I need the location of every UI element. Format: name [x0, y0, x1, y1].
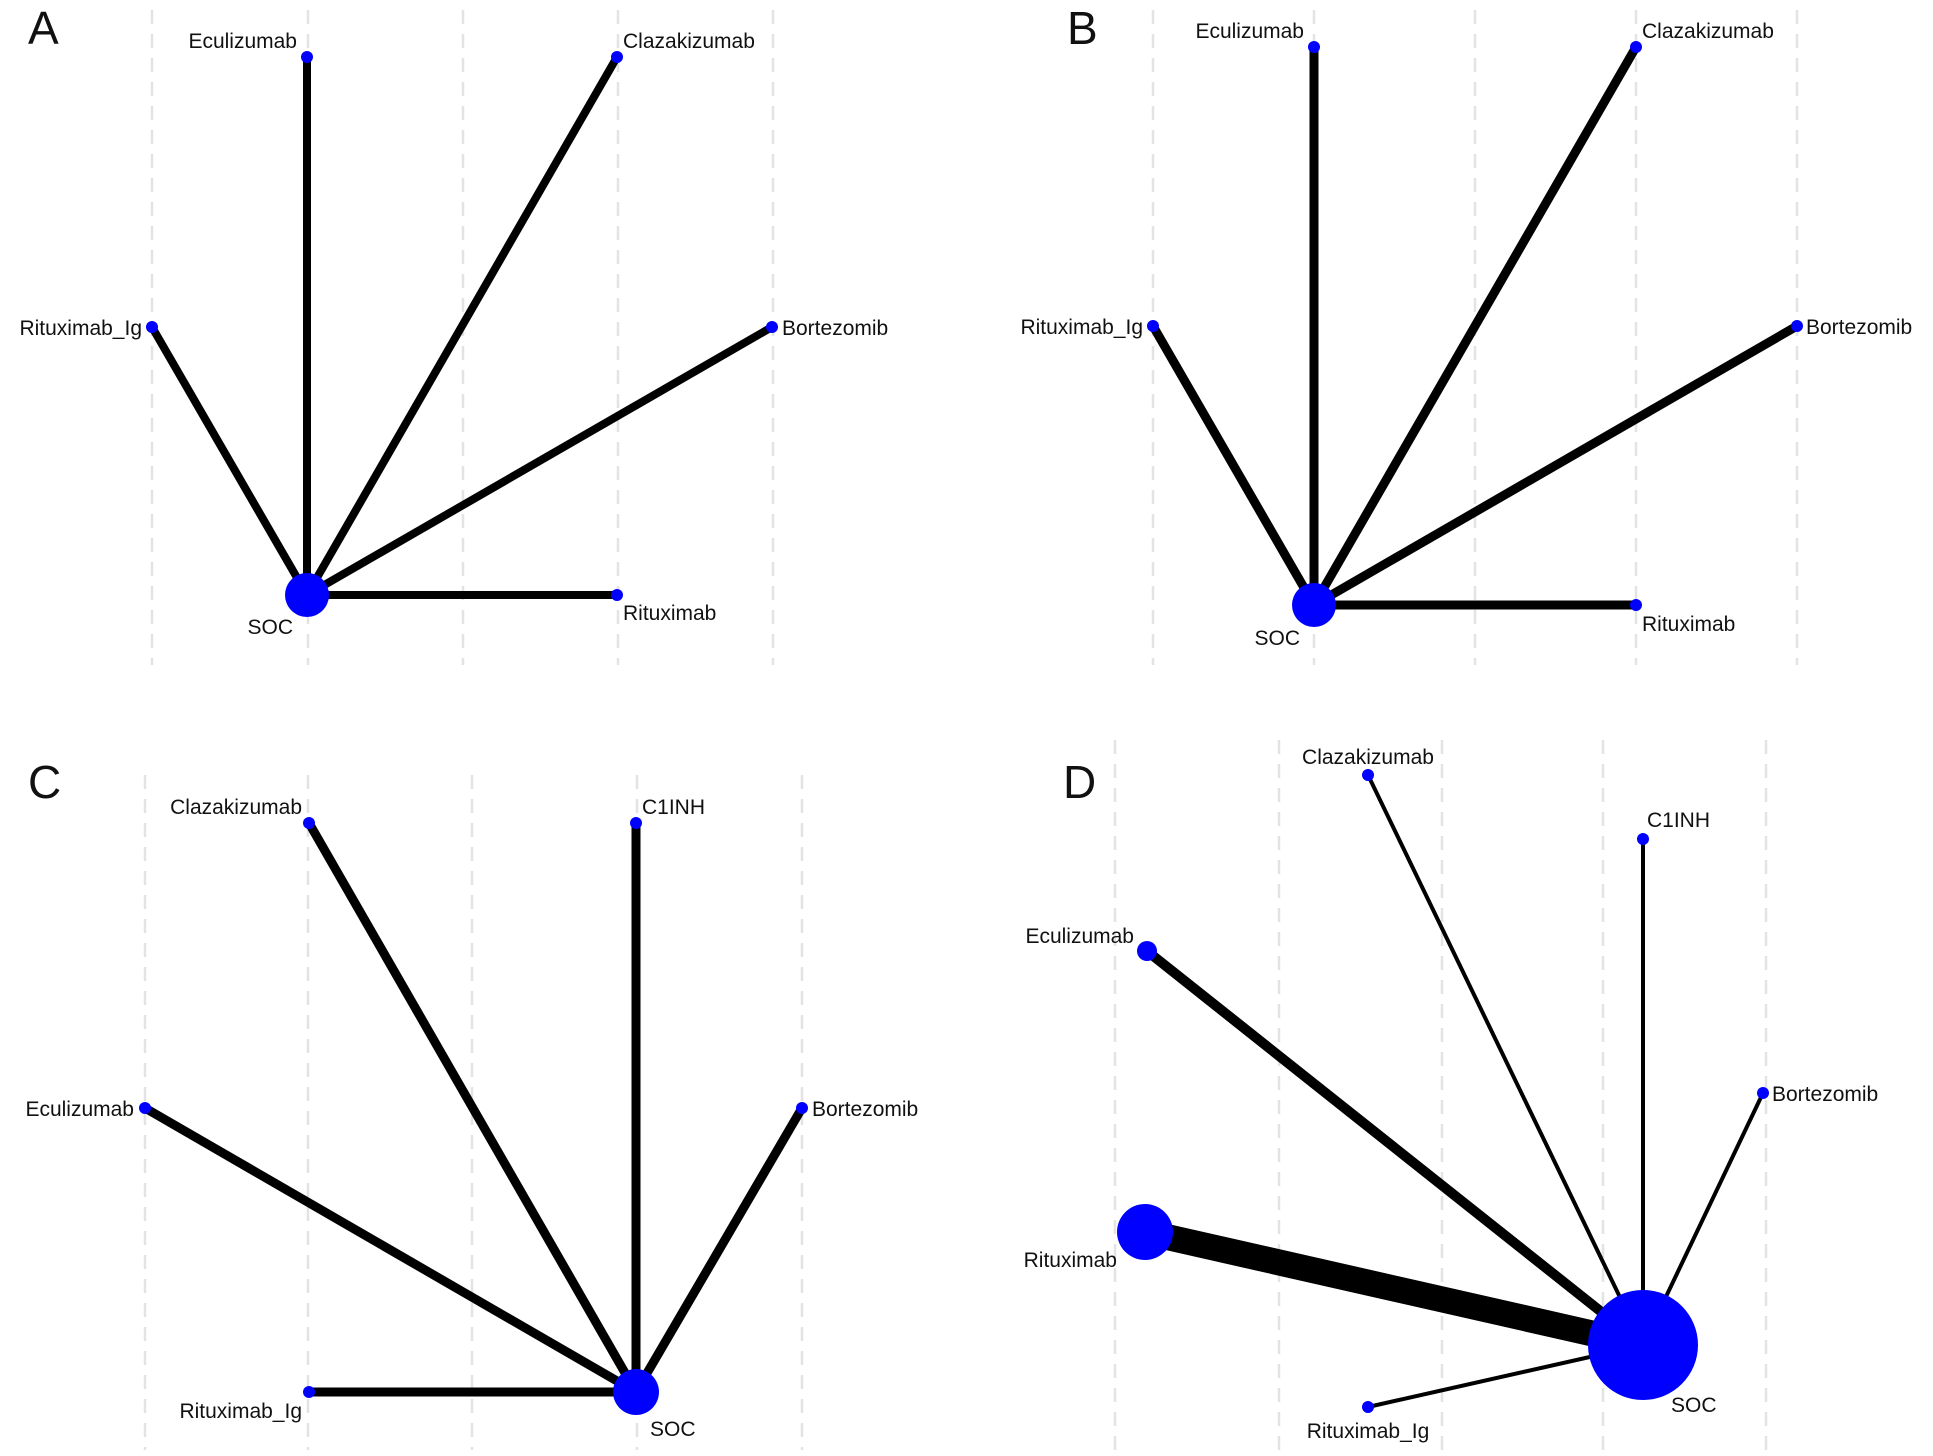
node-label-soc: SOC: [650, 1418, 696, 1441]
node-label-soc: SOC: [1671, 1394, 1717, 1417]
node-label-eculizumab: Eculizumab: [25, 1098, 134, 1121]
panel-b-edges: [1149, 44, 1800, 610]
node-c1inh: [1637, 833, 1649, 845]
edge-soc-clazakizumab: [303, 55, 621, 597]
edge-soc-clazakizumab: [1366, 774, 1645, 1346]
node-label-rituximab: Rituximab: [623, 602, 716, 625]
node-eculizumab: [1308, 41, 1320, 53]
node-label-bortezomib: Bortezomib: [812, 1098, 918, 1121]
node-rituximab-ig: [1147, 320, 1159, 332]
node-label-bortezomib: Bortezomib: [782, 317, 888, 340]
node-label-clazakizumab: Clazakizumab: [623, 30, 755, 53]
edge-soc-rituximab-ig: [1149, 323, 1318, 608]
panel-c-edges: [142, 820, 806, 1397]
node-label-rituximab-ig: Rituximab_Ig: [1307, 1420, 1430, 1443]
node-bortezomib: [1757, 1087, 1769, 1099]
panel-a-edges: [148, 55, 774, 599]
node-rituximab: [1630, 599, 1642, 611]
panel-d-edges: [1142, 774, 1765, 1409]
node-label-eculizumab: Eculizumab: [188, 30, 297, 53]
panel-c-nodes: Clazakizumab C1INH Eculizumab BortezomibRit…: [25, 796, 918, 1441]
edge-soc-rituximab: [1142, 1219, 1646, 1358]
node-label-soc: SOC: [1254, 627, 1300, 650]
edge-soc-bortezomib: [305, 323, 774, 599]
panel-d-letter: D: [1063, 756, 1096, 808]
node-soc: [613, 1369, 659, 1415]
node-eculizumab: [139, 1102, 151, 1114]
node-clazakizumab: [1630, 41, 1642, 53]
node-label-c1inh: C1INH: [642, 796, 705, 819]
node-label-rituximab-ig: Rituximab_Ig: [179, 1400, 302, 1423]
node-soc: [285, 573, 329, 617]
node-label-c1inh: C1INH: [1647, 809, 1710, 832]
node-c1inh: [630, 817, 642, 829]
node-rituximab-ig: [303, 1386, 315, 1398]
node-label-clazakizumab: Clazakizumab: [1302, 746, 1434, 769]
edge-soc-eculizumab: [1143, 947, 1647, 1349]
node-label-rituximab-ig: Rituximab_Ig: [19, 317, 142, 340]
node-label-bortezomib: Bortezomib: [1772, 1083, 1878, 1106]
edge-soc-rituximab-ig: [148, 324, 311, 598]
node-clazakizumab: [1362, 769, 1374, 781]
node-rituximab-ig: [146, 321, 158, 333]
edge-soc-clazakizumab: [305, 820, 640, 1395]
edge-soc-clazakizumab: [1310, 44, 1640, 608]
node-label-bortezomib: Bortezomib: [1806, 316, 1912, 339]
node-eculizumab: [1137, 941, 1157, 961]
panel-b-gridlines: [1151, 10, 1799, 665]
panel-c-letter: C: [28, 756, 61, 808]
node-label-rituximab: Rituximab: [1642, 613, 1735, 636]
panel-b-letter: B: [1067, 2, 1098, 54]
edge-soc-bortezomib: [1311, 322, 1800, 609]
node-label-clazakizumab: Clazakizumab: [170, 796, 302, 819]
node-rituximab: [611, 589, 623, 601]
node-label-rituximab: Rituximab: [1024, 1249, 1117, 1272]
edge-soc-bortezomib: [632, 1105, 806, 1395]
node-label-rituximab-ig: Rituximab_Ig: [1020, 316, 1143, 339]
panel-a-letter: A: [28, 2, 59, 54]
edge-soc-eculizumab: [142, 1104, 639, 1396]
node-label-soc: SOC: [247, 616, 293, 639]
node-bortezomib: [766, 321, 778, 333]
node-clazakizumab: [303, 817, 315, 829]
panel-a-gridlines: [150, 10, 775, 665]
node-label-eculizumab: Eculizumab: [1195, 20, 1304, 43]
node-clazakizumab: [611, 51, 623, 63]
node-bortezomib: [796, 1102, 808, 1114]
node-rituximab-ig: [1362, 1401, 1374, 1413]
node-soc: [1588, 1290, 1698, 1400]
node-label-clazakizumab: Clazakizumab: [1642, 20, 1774, 43]
node-bortezomib: [1791, 320, 1803, 332]
node-label-eculizumab: Eculizumab: [1025, 925, 1134, 948]
node-rituximab: [1117, 1204, 1173, 1260]
node-soc: [1292, 583, 1336, 627]
panel-c: C Clazakizumab C1INH Eculizumab BortezomibRi…: [25, 756, 918, 1450]
node-eculizumab: [301, 51, 313, 63]
